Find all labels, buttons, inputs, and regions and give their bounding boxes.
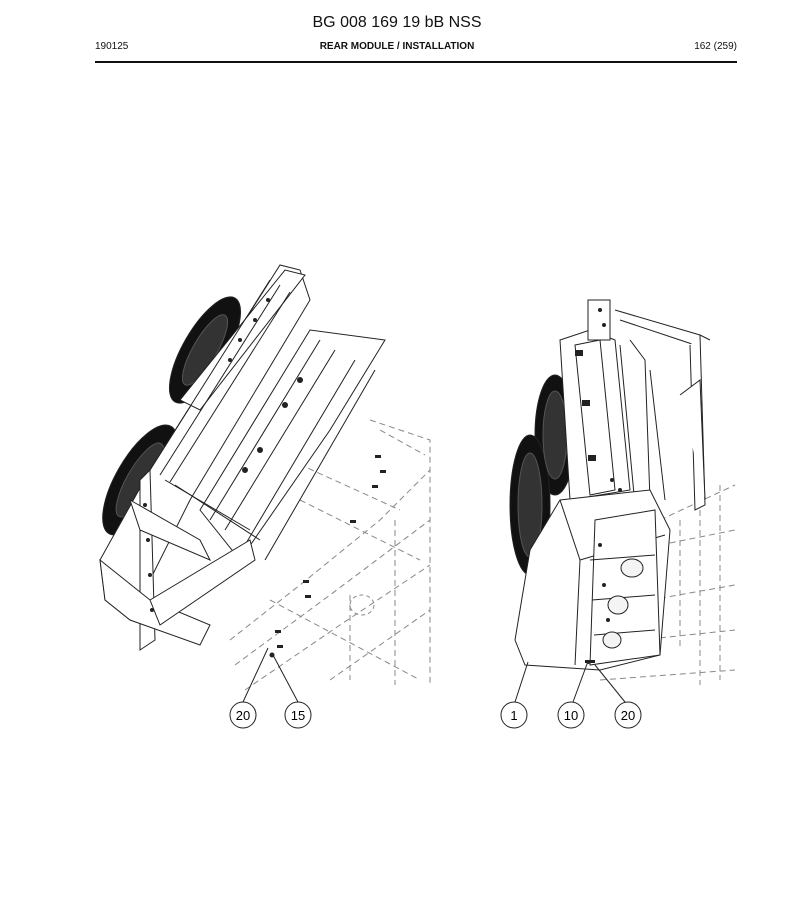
callout-15: 15 [284, 701, 312, 729]
svg-text:1: 1 [510, 708, 517, 723]
callout-20-right: 20 [614, 701, 642, 729]
left-fasteners [143, 298, 386, 658]
svg-text:20: 20 [621, 708, 635, 723]
right-assembly-view [509, 299, 736, 703]
document-id: BG 008 169 19 bB NSS [312, 14, 482, 31]
leader-15 [272, 654, 299, 703]
date-code: 190125 [95, 41, 129, 52]
callout-1: 1 [500, 701, 528, 729]
callout-20-left: 20 [229, 701, 257, 729]
leader-1 [514, 661, 529, 703]
right-upper-frame [559, 299, 711, 511]
left-radiator-housing [99, 264, 386, 651]
left-phantom-chassis [229, 419, 431, 691]
right-housing-ports [602, 558, 644, 649]
left-assembly-view [99, 264, 431, 703]
right-fasteners [575, 308, 622, 664]
header-rule [95, 61, 737, 63]
svg-text:10: 10 [564, 708, 578, 723]
right-lower-housing [514, 489, 671, 671]
svg-text:20: 20 [236, 708, 250, 723]
section-title: REAR MODULE / INSTALLATION [319, 41, 475, 52]
page-number: 162 (259) [694, 41, 737, 52]
callout-10: 10 [557, 701, 585, 729]
leader-20-left [242, 647, 269, 703]
svg-text:15: 15 [291, 708, 305, 723]
leader-10 [572, 663, 588, 703]
leader-20-right [594, 664, 626, 703]
